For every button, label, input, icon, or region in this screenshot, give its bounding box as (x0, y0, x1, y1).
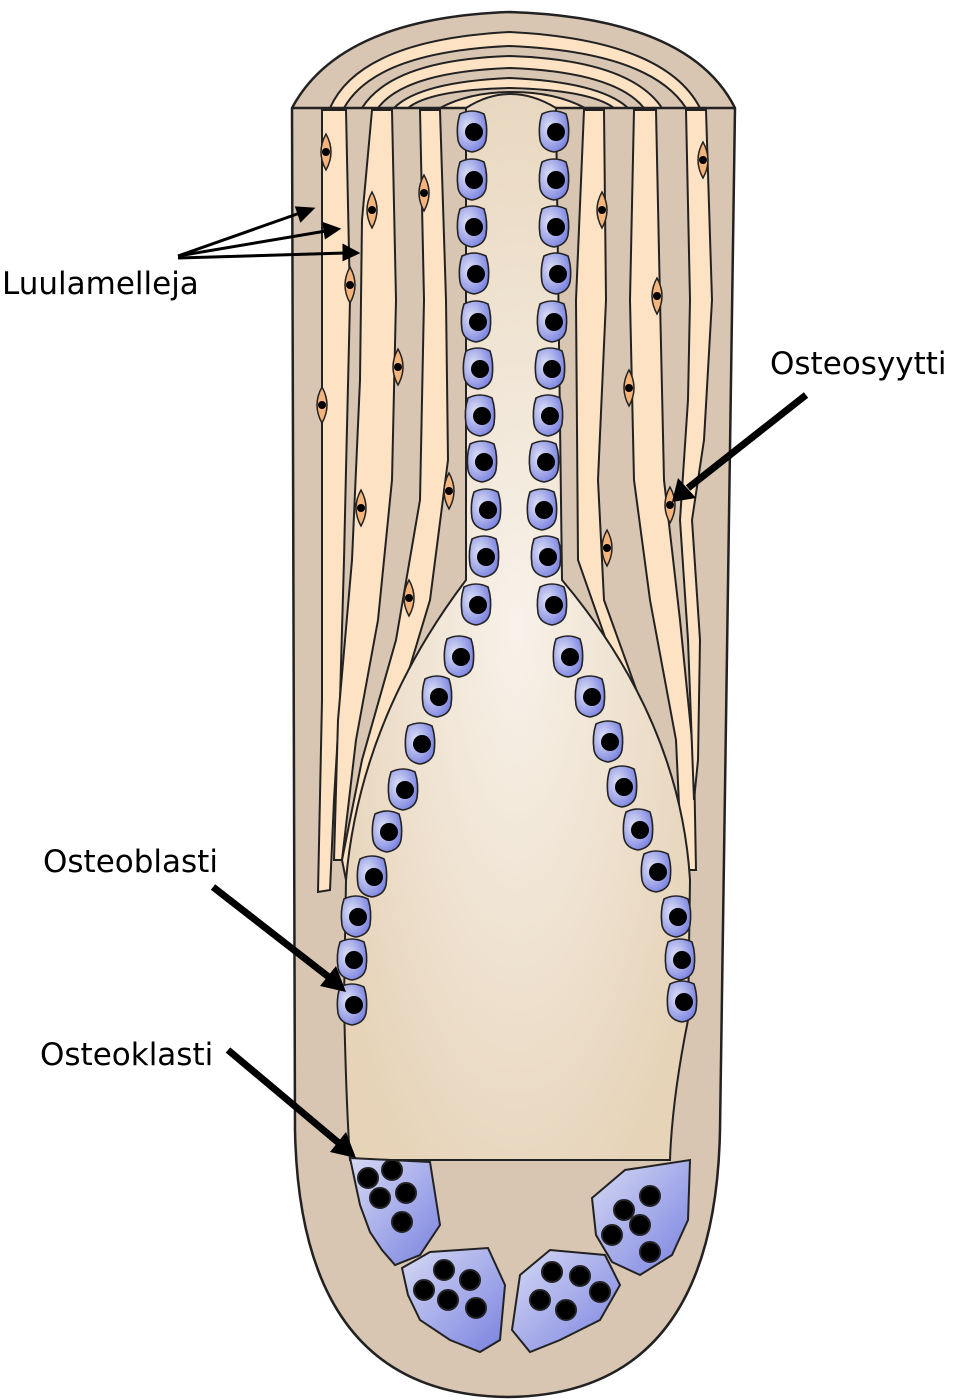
osteoblast (534, 347, 566, 390)
osteoblast (443, 635, 475, 678)
osteoblast (470, 488, 502, 531)
osteoblast (606, 765, 638, 808)
label-osteoclast: Osteoklasti (40, 1037, 213, 1073)
osteocyte (344, 265, 356, 305)
osteoblast (371, 810, 403, 853)
label-osteocyte: Osteosyytti (770, 346, 947, 382)
osteoblast (404, 722, 436, 765)
osteoblast (456, 205, 488, 248)
osteocyte (403, 578, 415, 618)
osteocyte-arrow (672, 392, 809, 502)
osteoblast (456, 110, 488, 153)
osteocyte (366, 190, 378, 230)
osteoblast (462, 347, 494, 390)
osteoblast (526, 488, 558, 531)
osteocyte (601, 528, 613, 568)
osteoblast (666, 980, 698, 1023)
osteoblast (336, 983, 368, 1026)
osteocyte (355, 488, 367, 528)
osteoblast (540, 252, 572, 295)
osteoclast (348, 1156, 442, 1267)
osteoblast (640, 850, 672, 893)
osteocyte (596, 190, 608, 230)
osteoblast (532, 394, 564, 437)
osteoblast (356, 855, 388, 898)
osteoblast (574, 675, 606, 718)
osteocyte (392, 347, 404, 387)
osteocyte (320, 132, 332, 172)
osteocyte (316, 385, 328, 425)
osteocyte-group (316, 132, 709, 618)
label-lamellae: Luulamelleja (2, 266, 199, 302)
osteoblast (464, 394, 496, 437)
osteoblast (460, 583, 492, 626)
left-lamellae (316, 109, 450, 894)
osteoclast (510, 1248, 622, 1354)
osteoblast (622, 808, 654, 851)
osteoblast (456, 158, 488, 201)
osteoclast (400, 1246, 507, 1354)
osteoblast (421, 675, 453, 718)
osteoblast (538, 205, 570, 248)
osteoblast (536, 583, 568, 626)
osteoblast (468, 535, 500, 578)
osteoblast (460, 300, 492, 343)
osteoblast (538, 158, 570, 201)
osteoblast (340, 895, 372, 938)
lamellae-arrows (177, 206, 361, 262)
osteoclast (590, 1158, 692, 1277)
osteoclast-group (348, 1156, 692, 1354)
osteoblast (592, 720, 624, 763)
right-lamellae (574, 109, 714, 871)
osteoblast (664, 938, 696, 981)
osteoblast-lining (336, 110, 698, 1026)
central-canal (342, 93, 692, 1161)
osteoblast (528, 440, 560, 483)
osteocyte (623, 368, 635, 408)
osteoblast (387, 768, 419, 811)
osteoblast (536, 300, 568, 343)
osteocyte (651, 276, 663, 316)
osteocyte (418, 173, 430, 213)
osteoblast (538, 110, 570, 153)
osteoblast (336, 938, 368, 981)
osteocyte (443, 471, 455, 511)
osteoblast (458, 252, 490, 295)
osteoclast-arrow (225, 1047, 356, 1158)
osteocyte (697, 140, 709, 180)
osteoblast (660, 895, 692, 938)
osteoblast (552, 635, 584, 678)
osteocyte (664, 485, 676, 525)
label-osteoblast: Osteoblasti (43, 844, 218, 880)
osteoblast-arrow (210, 884, 346, 992)
osteoblast (466, 440, 498, 483)
osteoblast (530, 535, 562, 578)
